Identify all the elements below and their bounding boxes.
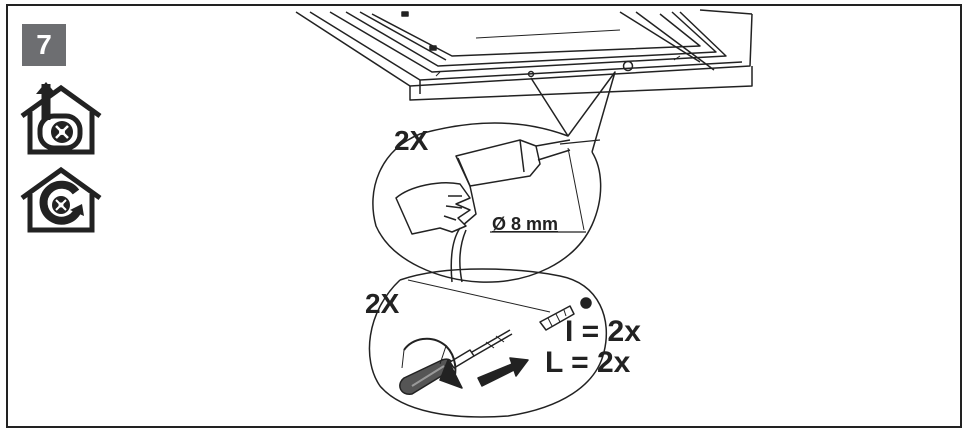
screwdriver (399, 329, 513, 395)
drill-detail-circle (372, 122, 602, 283)
fixing-detail-circle (368, 268, 608, 418)
house-recirculation-icon (20, 166, 102, 233)
plug-quantity-label: I = 2x (565, 315, 641, 348)
electric-drill (395, 139, 601, 283)
drill-count-label: 2X (394, 125, 429, 156)
push-arrow (477, 357, 529, 387)
step-number-badge: 7 (22, 24, 66, 66)
wall-plug (539, 297, 592, 331)
house-extraction-icon (20, 82, 102, 155)
drill-diameter-label: Ø 8 mm (492, 214, 559, 234)
instruction-panel (6, 4, 962, 428)
fixing-count-label: 2X (365, 288, 400, 319)
drill-hole-left (527, 70, 535, 78)
hood-frame (295, 9, 753, 101)
drill-hole-right (622, 60, 634, 72)
screw-quantity-label: L = 2x (545, 346, 631, 379)
